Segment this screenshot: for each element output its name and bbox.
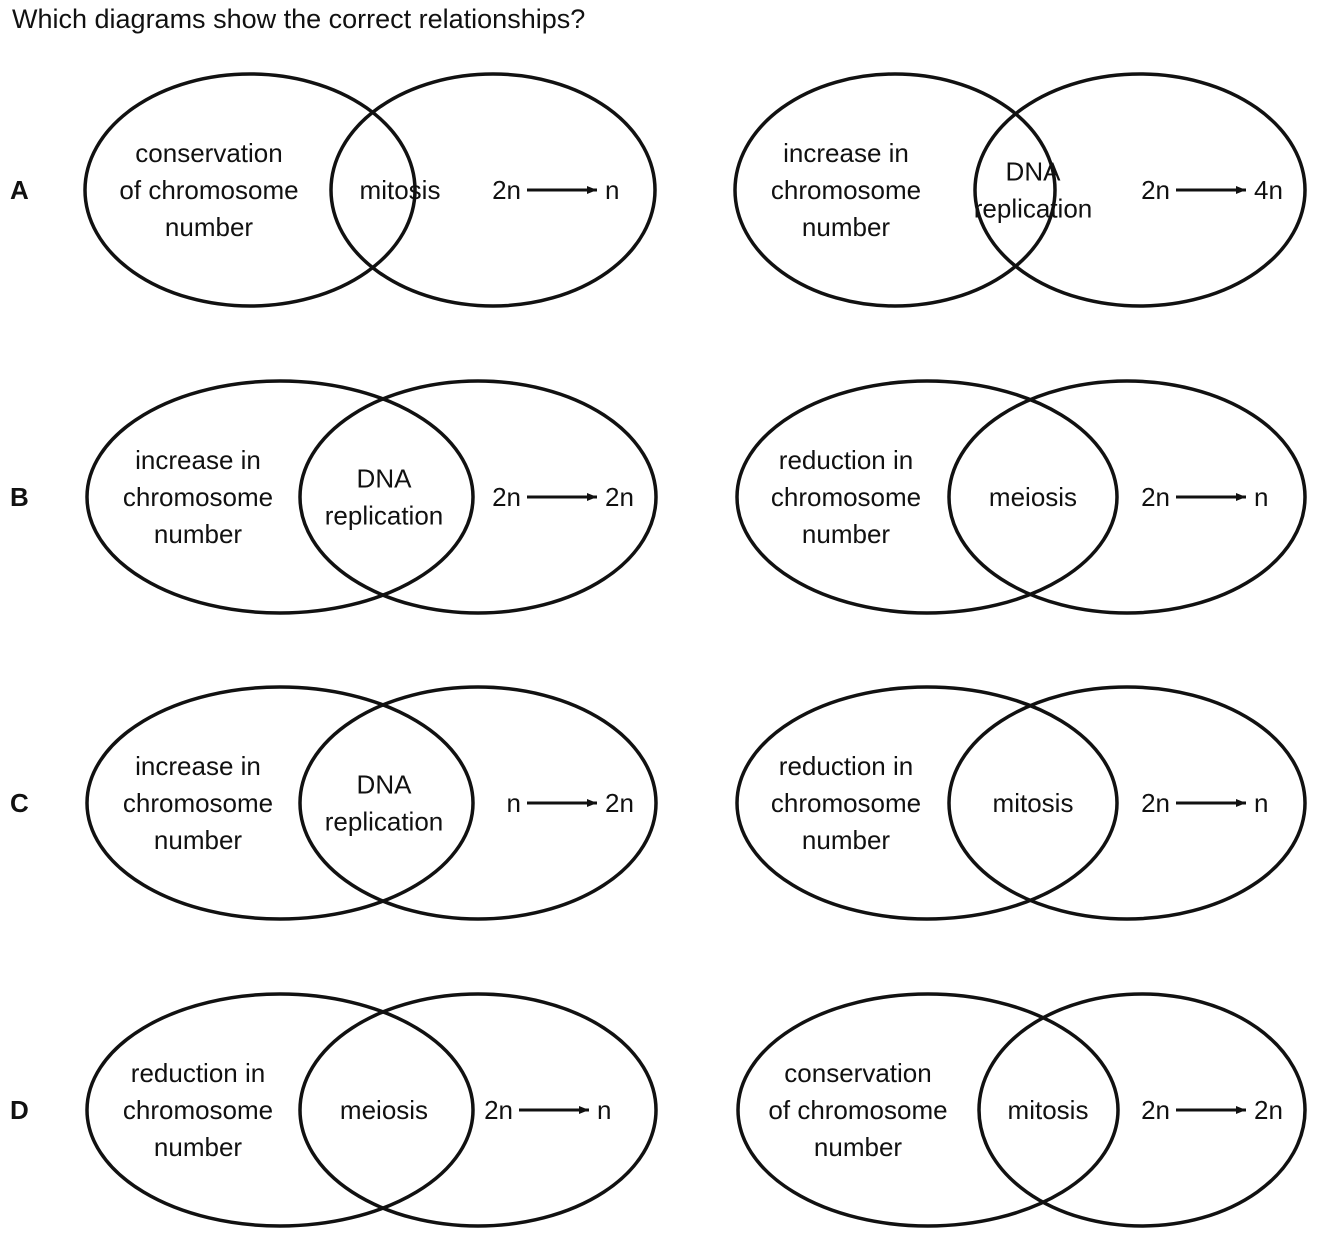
venn-center-label-line: replication [325,501,444,531]
venn-right-ellipse [298,992,658,1228]
venn-diagram: conservation of chromosome number mitosis 2n… [736,992,1307,1228]
venn-diagram: increase in chromosome number DNA replicatio… [733,72,1307,308]
venn-right-ellipse [298,379,658,615]
venn-right-ellipse [947,379,1307,615]
ploidy-to: 2n [605,788,634,818]
venn-left-label-line: number [154,519,242,549]
venn-left-label-line: number [802,212,890,242]
venn-right-ellipse [973,72,1307,308]
venn-left-label-line: reduction in [131,1058,265,1088]
venn-center-label-line: mitosis [1008,1095,1089,1125]
venn-left-ellipse [735,379,1119,615]
ploidy-to: 2n [1254,1095,1283,1125]
venn-left-label-line: reduction in [779,445,913,475]
venn-diagram: conservation of chromosome number mitosis 2n… [83,72,657,308]
ploidy-from: 2n [1141,482,1170,512]
venn-left-label-line: number [802,519,890,549]
venn-left-label-line: number [154,1132,242,1162]
venn-diagram: reduction in chromosome number mitosis 2n n [735,685,1307,921]
venn-left-label-line: increase in [135,445,261,475]
venn-left-label-line: increase in [135,751,261,781]
ploidy-to: n [1254,788,1268,818]
question-text: Which diagrams show the correct relation… [12,4,586,34]
row-letter-c: C [10,788,29,818]
ploidy-to: n [605,175,619,205]
row-letter-d: D [10,1095,29,1125]
venn-left-ellipse [85,992,475,1228]
venn-center-label-line: replication [974,194,1093,224]
venn-left-label-line: chromosome [771,788,921,818]
ploidy-to: 4n [1254,175,1283,205]
venn-center-label-line: meiosis [340,1095,428,1125]
venn-left-ellipse [736,992,1120,1228]
ploidy-from: 2n [1141,1095,1170,1125]
venn-center-label-line: mitosis [360,175,441,205]
ploidy-to: 2n [605,482,634,512]
venn-diagram: increase in chromosome number DNA replicatio… [85,685,658,921]
ploidy-from: 2n [1141,175,1170,205]
venn-right-ellipse [329,72,657,308]
venn-center-label-line: mitosis [993,788,1074,818]
venn-center-label-line: meiosis [989,482,1077,512]
venn-left-label-line: number [814,1132,902,1162]
ploidy-from: n [507,788,521,818]
venn-left-label-line: number [154,825,242,855]
venn-left-label-line: increase in [783,138,909,168]
venn-left-ellipse [733,72,1057,308]
venn-center-label-line: DNA [357,770,413,800]
ploidy-to: n [597,1095,611,1125]
venn-left-label-line: number [165,212,253,242]
venn-center-label-line: DNA [1006,157,1062,187]
venn-left-ellipse [85,379,475,615]
venn-left-label-line: conservation [784,1058,931,1088]
venn-right-ellipse [947,685,1307,921]
row-letter-b: B [10,482,29,512]
ploidy-from: 2n [484,1095,513,1125]
venn-left-label-line: of chromosome [119,175,298,205]
venn-left-label-line: reduction in [779,751,913,781]
venn-left-label-line: chromosome [771,175,921,205]
venn-diagram: reduction in chromosome number meiosis 2n n [735,379,1307,615]
venn-right-ellipse [298,685,658,921]
venn-left-label-line: chromosome [123,788,273,818]
venn-left-label-line: chromosome [123,1095,273,1125]
venn-diagram: reduction in chromosome number meiosis 2n n [85,992,658,1228]
ploidy-from: 2n [492,175,521,205]
venn-diagram: increase in chromosome number DNA replicatio… [85,379,658,615]
venn-left-ellipse [83,72,417,308]
ploidy-to: n [1254,482,1268,512]
venn-center-label-line: DNA [357,464,413,494]
venn-center-label-line: replication [325,807,444,837]
venn-right-ellipse [977,992,1307,1228]
venn-left-label-line: of chromosome [768,1095,947,1125]
row-letter-a: A [10,175,29,205]
venn-left-ellipse [85,685,475,921]
venn-left-label-line: chromosome [771,482,921,512]
venn-left-ellipse [735,685,1119,921]
ploidy-from: 2n [492,482,521,512]
venn-left-label-line: chromosome [123,482,273,512]
venn-left-label-line: conservation [135,138,282,168]
venn-left-label-line: number [802,825,890,855]
ploidy-from: 2n [1141,788,1170,818]
